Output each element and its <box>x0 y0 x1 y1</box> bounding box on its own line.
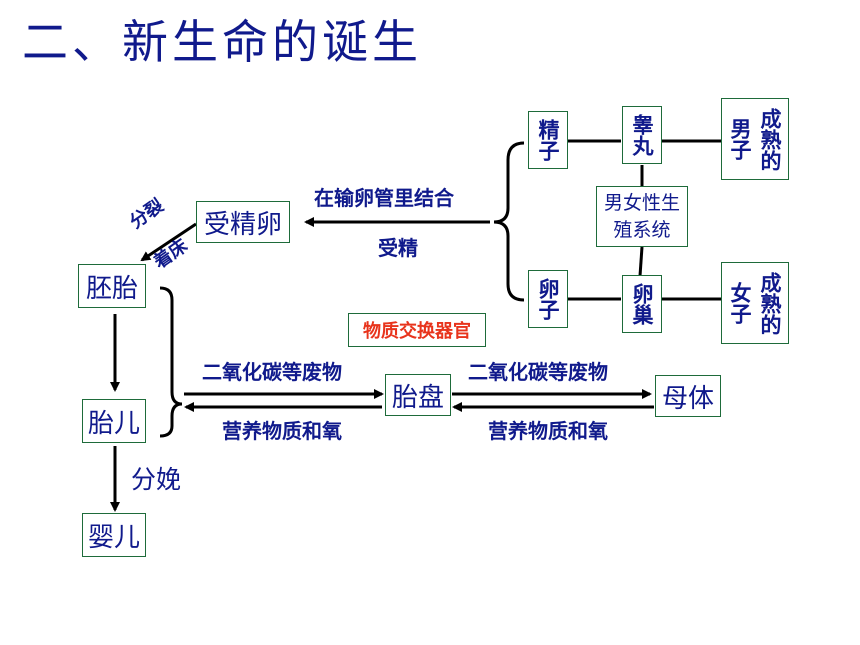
node-adult-female-label: 成熟的女子 <box>728 271 782 335</box>
label-nutrients-1: 营养物质和氧 <box>222 419 342 443</box>
node-infant-label: 婴儿 <box>87 522 140 553</box>
node-embryo-label: 胚胎 <box>85 273 138 304</box>
label-waste-1: 二氧化碳等废物 <box>202 360 342 384</box>
node-placenta-role: 物质交换器官 <box>348 313 486 347</box>
node-reproductive-system: 男女性生殖系统 <box>596 186 688 247</box>
page-title: 二、新生命的诞生 <box>22 15 422 69</box>
node-adult-male: 成熟的男子 <box>721 98 789 180</box>
arrow-zygote-embryo <box>140 222 197 262</box>
label-nutrients-2: 营养物质和氧 <box>488 419 608 443</box>
brace-sperm-egg <box>493 141 525 302</box>
node-infant: 婴儿 <box>82 513 146 557</box>
node-egg: 卵子 <box>528 270 568 328</box>
node-fetus: 胎儿 <box>82 399 146 443</box>
node-zygote: 受精卵 <box>196 201 290 243</box>
node-testis: 睾丸 <box>622 106 662 164</box>
node-sperm-label: 精子 <box>536 119 560 161</box>
node-sperm: 精子 <box>528 111 568 169</box>
node-adult-female: 成熟的女子 <box>721 262 789 344</box>
label-fertilize-where: 在输卵管里结合 <box>314 186 454 210</box>
node-zygote-label: 受精卵 <box>203 209 282 240</box>
node-ovary-label: 卵巢 <box>630 283 654 325</box>
node-placenta: 胎盘 <box>385 374 451 416</box>
node-adult-male-label: 成熟的男子 <box>728 107 782 171</box>
node-testis-label: 睾丸 <box>630 114 654 156</box>
node-reproductive-system-label: 男女性生殖系统 <box>603 191 680 241</box>
node-embryo: 胚胎 <box>78 264 146 308</box>
node-placenta-role-label: 物质交换器官 <box>363 321 471 342</box>
label-fertilize: 受精 <box>378 236 418 260</box>
label-delivery: 分娩 <box>131 465 182 494</box>
node-egg-label: 卵子 <box>536 278 560 320</box>
brace-embryo-fetus <box>159 286 183 438</box>
line-system-ovary <box>638 246 644 277</box>
node-ovary: 卵巢 <box>622 275 662 333</box>
node-mother: 母体 <box>655 375 721 417</box>
node-mother-label: 母体 <box>661 383 714 414</box>
node-placenta-label: 胎盘 <box>391 382 444 413</box>
node-fetus-label: 胎儿 <box>87 408 140 439</box>
label-waste-2: 二氧化碳等废物 <box>468 360 608 384</box>
